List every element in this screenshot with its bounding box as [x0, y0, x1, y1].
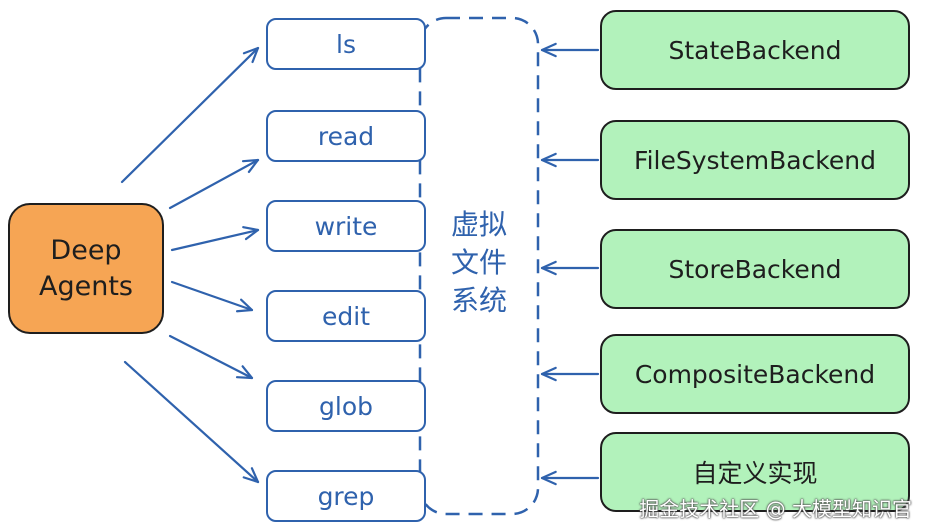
- backend-label-state: StateBackend: [668, 35, 842, 65]
- watermark: 掘金技术社区 @ 大模型知识官: [639, 497, 912, 521]
- arrow-agent-to-read: [168, 158, 260, 210]
- deep-agents-label-line2: Agents: [39, 270, 133, 302]
- vfs-container: [418, 16, 540, 516]
- vfs-label-line3: 系统: [450, 284, 507, 317]
- arrow-agent-to-glob: [168, 334, 254, 380]
- backend-label-composite: CompositeBackend: [634, 359, 876, 389]
- backend-store: StoreBackend: [600, 229, 910, 309]
- tool-label-glob: glob: [319, 391, 373, 421]
- tool-glob: glob: [266, 380, 426, 432]
- tool-read: read: [266, 110, 426, 162]
- arrow-backend-custom: [540, 470, 600, 486]
- vfs-label-line2: 文件: [450, 246, 507, 279]
- tool-label-ls: ls: [336, 29, 356, 59]
- backend-label-filesystem: FileSystemBackend: [634, 145, 876, 175]
- tool-label-grep: grep: [317, 481, 375, 511]
- arrow-agent-to-grep: [123, 360, 260, 484]
- arrow-backend-composite: [540, 366, 600, 382]
- arrow-backend-store: [540, 260, 600, 276]
- tool-edit: edit: [266, 290, 426, 342]
- arrow-backend-state: [540, 42, 600, 58]
- backend-to-vfs-arrows: [540, 42, 600, 486]
- arrow-backend-filesystem: [540, 152, 600, 168]
- backend-composite: CompositeBackend: [600, 334, 910, 414]
- arrow-agent-to-ls: [120, 46, 260, 184]
- tool-label-edit: edit: [322, 301, 370, 331]
- tool-write: write: [266, 200, 426, 252]
- backend-label-custom: 自定义实现: [692, 459, 818, 488]
- tool-grep: grep: [266, 470, 426, 522]
- tool-label-read: read: [317, 121, 375, 151]
- deep-agents-node: Deep Agents: [8, 203, 164, 334]
- vfs-label-line1: 虚拟: [450, 208, 507, 241]
- backend-filesystem: FileSystemBackend: [600, 120, 910, 200]
- deep-agents-label-line1: Deep: [50, 234, 122, 266]
- backend-state: StateBackend: [600, 10, 910, 90]
- backend-label-store: StoreBackend: [668, 254, 842, 284]
- agent-to-tool-arrows: [120, 46, 260, 484]
- tool-label-write: write: [314, 211, 378, 241]
- backend-custom: 自定义实现: [600, 432, 910, 512]
- arrow-agent-to-edit: [170, 280, 254, 313]
- tool-ls: ls: [266, 18, 426, 70]
- virtual-filesystem-label: 虚拟 文件 系统: [440, 206, 518, 320]
- arrow-agent-to-write: [170, 226, 260, 252]
